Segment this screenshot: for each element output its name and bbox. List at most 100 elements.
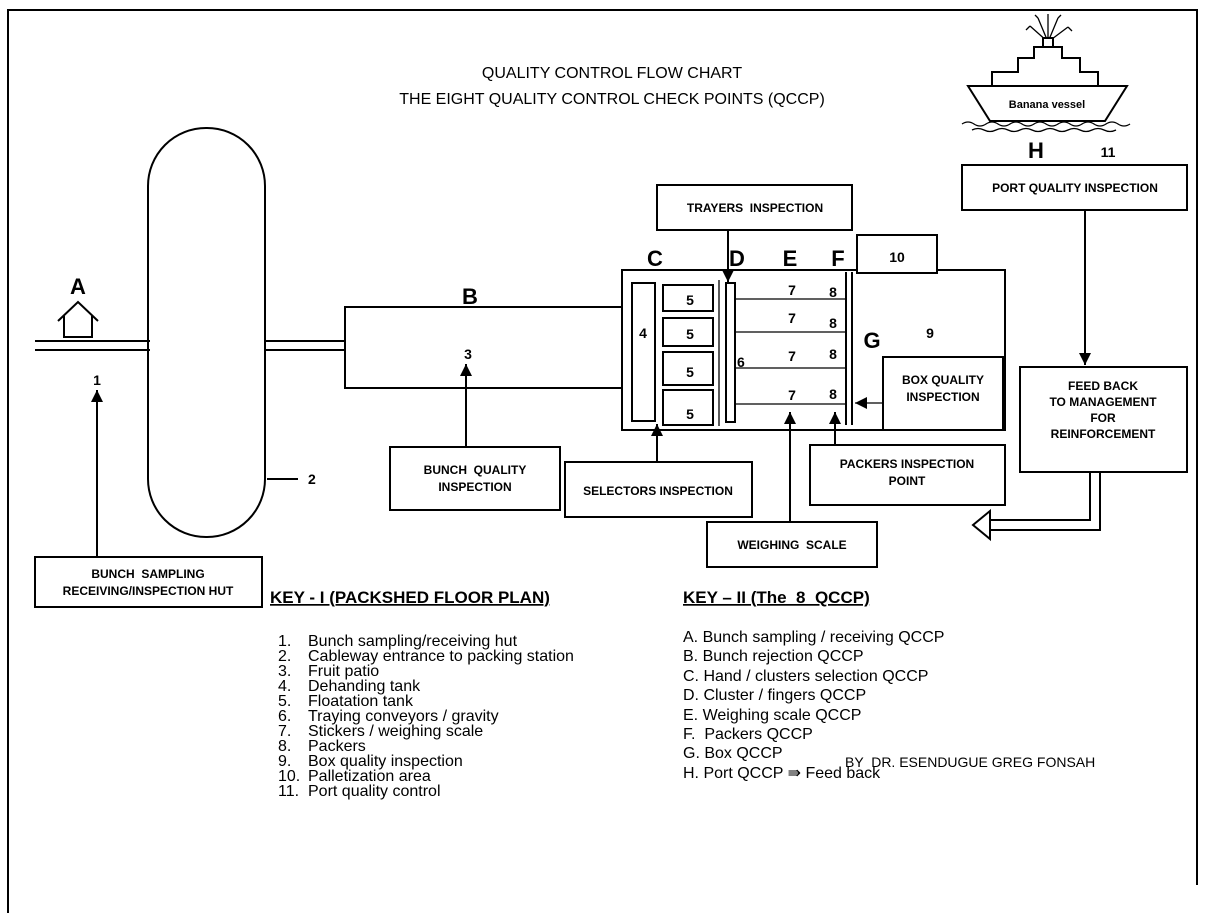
floatation-tank-4 [662, 389, 714, 426]
dehanding-tank [631, 282, 656, 422]
packers-inspection-box [809, 444, 1006, 506]
traying-conveyor [725, 282, 736, 423]
weighing-scale-box [706, 521, 878, 568]
checkpoint-label-b: B [462, 284, 478, 309]
key1-item-number: 2. [278, 648, 291, 665]
number-5-label: 5 [686, 326, 694, 342]
key1-item-text: Dehanding tank [308, 678, 421, 695]
floatation-tank-1 [662, 284, 714, 312]
box-quality-inspection-box [882, 356, 1004, 431]
bunch-sampling-text-2: RECEIVING/INSPECTION HUT [63, 584, 234, 598]
vessel-label: Banana vessel [1009, 99, 1085, 111]
key1-item-number: 3. [278, 663, 291, 680]
hut-icon [57, 300, 99, 338]
key1-heading: KEY - I (PACKSHED FLOOR PLAN) [270, 588, 550, 607]
palletization-area-box [856, 234, 938, 274]
bunch-quality-text-1: BUNCH QUALITY [424, 463, 527, 477]
key2-heading: KEY – II (The 8 QCCP) [683, 588, 870, 607]
checkpoint-label-c: C [647, 246, 663, 271]
number-4-label: 4 [639, 325, 647, 341]
number-7-label: 7 [788, 387, 796, 403]
feedback-box [1019, 366, 1188, 473]
feedback-return-arrow-shaft [990, 472, 1101, 531]
key2-item: D. Cluster / fingers QCCP [683, 687, 866, 704]
floatation-tank-2 [662, 317, 714, 347]
checkpoint-label-f: F [831, 246, 844, 271]
key1-list: 1. Bunch sampling/receiving hut 2. Cable… [278, 633, 574, 800]
key1-item-number: 10. [278, 768, 300, 785]
cableway-loop [147, 127, 266, 538]
number-5-label: 5 [686, 406, 694, 422]
fruit-patio-outline [344, 306, 622, 389]
trayers-inspection-text: TRAYERS INSPECTION [687, 201, 823, 215]
key2-item: E. Weighing scale QCCP [683, 707, 861, 724]
key1-item-text: Floatation tank [308, 693, 414, 710]
key1-item-text: Stickers / weighing scale [308, 723, 483, 740]
ship-icon: Banana vessel [961, 14, 1131, 133]
number-8-label: 8 [829, 284, 837, 300]
ship-superstructure [991, 46, 1099, 87]
weighing-scale-text: WEIGHING SCALE [737, 538, 846, 552]
ship-hull [966, 85, 1129, 122]
number-7-label: 7 [788, 282, 796, 298]
feedback-text-4: REINFORCEMENT [1051, 427, 1156, 441]
number-5-label: 5 [686, 364, 694, 380]
number-9-label: 9 [926, 325, 934, 341]
number-6-label: 6 [737, 354, 745, 370]
key2-item: B. Bunch rejection QCCP [683, 648, 864, 665]
checkpoint-label-h: H [1028, 138, 1044, 163]
packers-inspection-text-1: PACKERS INSPECTION [840, 457, 974, 471]
packing-station-outline [621, 269, 1006, 431]
key1-item-number: 4. [278, 678, 291, 695]
page-border [7, 9, 1198, 913]
number-7-label: 7 [788, 310, 796, 326]
port-quality-inspection-text: PORT QUALITY INSPECTION [992, 181, 1158, 195]
key2-item: H. Port QCCP ⇛ Feed back [683, 765, 881, 782]
number-8-label: 8 [829, 315, 837, 331]
number-1-label: 1 [93, 372, 101, 388]
checkpoint-label-g: G [863, 328, 880, 353]
number-11-label: 11 [1101, 144, 1116, 160]
box-quality-text-1: BOX QUALITY [902, 373, 984, 387]
key1-item-text: Cableway entrance to packing station [308, 648, 574, 665]
key2-item: G. Box QCCP [683, 745, 783, 762]
key2-list: A. Bunch sampling / receiving QCCP B. Bu… [683, 629, 944, 782]
selectors-inspection-box [564, 461, 753, 518]
key1-item-text: Port quality control [308, 783, 441, 800]
key1-item-number: 1. [278, 633, 291, 650]
number-3-label: 3 [464, 346, 472, 362]
key2-item: C. Hand / clusters selection QCCP [683, 668, 928, 685]
title-line-1: QUALITY CONTROL FLOW CHART [482, 65, 742, 82]
key1-item-number: 11. [278, 783, 299, 800]
port-quality-inspection-box [961, 164, 1188, 211]
bunch-sampling-box [34, 556, 263, 608]
key1-item-number: 6. [278, 708, 291, 725]
floatation-tank-3 [662, 351, 714, 386]
key1-item-number: 8. [278, 738, 291, 755]
key1-item-text: Box quality inspection [308, 753, 463, 770]
key1-item-text: Palletization area [308, 768, 431, 785]
author-credit: BY DR. ESENDUGUE GREG FONSAH [845, 754, 1095, 770]
checkpoint-label-e: E [783, 246, 798, 271]
feedback-text-3: FOR [1090, 411, 1116, 425]
checkpoint-label-a: A [70, 274, 86, 299]
ship-waves [961, 121, 1131, 133]
feedback-text-1: FEED BACK [1068, 379, 1138, 393]
ship-plume [1025, 14, 1073, 43]
box-quality-text-2: INSPECTION [906, 390, 979, 404]
selectors-inspection-text: SELECTORS INSPECTION [583, 484, 733, 498]
number-2-label: 2 [308, 471, 316, 487]
title-line-2: THE EIGHT QUALITY CONTROL CHECK POINTS (… [399, 91, 825, 108]
key1-item-text: Traying conveyors / gravity [308, 708, 499, 725]
key2-item: A. Bunch sampling / receiving QCCP [683, 629, 944, 646]
key2-item: F. Packers QCCP [683, 726, 813, 743]
key1-item-number: 5. [278, 693, 291, 710]
key1-item-text: Packers [308, 738, 366, 755]
trayers-inspection-box [656, 184, 853, 231]
key1-item-text: Fruit patio [308, 663, 379, 680]
bunch-sampling-text-1: BUNCH SAMPLING [91, 567, 204, 581]
bunch-quality-box [389, 446, 561, 511]
key1-item-text: Bunch sampling/receiving hut [308, 633, 518, 650]
number-10-label: 10 [889, 249, 905, 265]
